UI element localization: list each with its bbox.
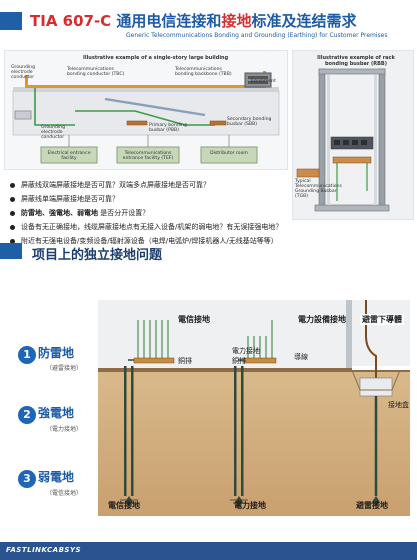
ground-type-number: 2 — [18, 406, 36, 424]
checklist-item: 附近有无强电设备/变频设备/辐射源设备（电焊/电弧炉/焊接机器人/无线基站等等） — [10, 236, 278, 246]
checklist-item: 防雷地、強電地、弱電地 是否分开设置？ — [10, 208, 149, 218]
footer-brand: FASTLINKCABSYS — [6, 546, 82, 554]
label-telecom-ground: 電信接地 — [178, 315, 210, 324]
page-title: TIA 607-C 通用电信连接和接地标准及连结需求 — [30, 10, 356, 31]
label-copper-bar-power: 銅排 — [232, 357, 246, 365]
label-wire: 導線 — [294, 353, 308, 361]
building-diagram-caption: Illustrative example of a single-story l… — [83, 55, 229, 61]
ground-type-sub: （電信接地） — [46, 490, 83, 497]
checklist-text: 设备有无正确接地，线缆屏蔽接地点有无接入设备/机架的弱电地？有无误接强电地？ — [21, 223, 283, 231]
page-header: TIA 607-C 通用电信连接和接地标准及连结需求 Generic Telec… — [0, 8, 417, 44]
title-main-1: 通用电信连接和 — [116, 12, 222, 30]
title-main-2: 标准及连结需求 — [251, 12, 357, 30]
label-sbb: Secondary bonding busbar (SBB) — [227, 117, 272, 127]
label-copper-bar-telecom: 銅排 — [178, 357, 192, 365]
bullet-dot — [10, 182, 15, 188]
label-equipment: Equipment — [251, 79, 276, 84]
bullet-dot — [10, 238, 15, 244]
checklist-text: 屏蔽线双端屏蔽接地是否可靠？双端多点屏蔽接地是否可靠？ — [21, 181, 210, 189]
label-grounding-electrode: Grounding electrode conductor — [41, 125, 66, 140]
label-bottom-lightning-ground: 避雷接地 — [356, 501, 388, 510]
ground-type-sub: （避雷接地） — [46, 365, 83, 372]
checklist-item: 设备有无正确接地，线缆屏蔽接地点有无接入设备/机架的弱电地？有无误接强电地？ — [10, 222, 282, 232]
ground-type-label: 防雷地 — [38, 346, 75, 360]
bullet-dot — [10, 224, 15, 230]
section-accent-bar — [0, 243, 22, 259]
label-electrical-entrance: Electrical entrance facility — [47, 151, 91, 161]
label-tbb: Telecommunications bonding backbone (TBB… — [175, 67, 232, 77]
label-pbb: Primary bonding busbar (PBB) — [149, 123, 187, 133]
bullet-dot — [10, 196, 15, 202]
label-power-ground-top: 電力接地 — [232, 347, 260, 355]
label-tbc: Telecommunications bonding conductor (TB… — [67, 67, 125, 77]
page-footer: FASTLINKCABSYS — [0, 542, 417, 560]
rack-tgb-caption: Typical Telecommunications Grounding Bus… — [295, 179, 342, 199]
ground-type-label: 弱電地 — [38, 470, 75, 484]
checklist-text: 附近有无强电设备/变频设备/辐射源设备（电焊/电弧炉/焊接机器人/无线基站等等） — [21, 237, 278, 245]
label-lightning-conductor: 避雷下導體 — [360, 314, 404, 325]
independent-grounding-diagram: 電信接地 電力設備接地 避雷下導體 銅排 電力接地 銅排 導線 接地盒 電信接地… — [98, 300, 412, 516]
rack-diagram-caption: Illustrative example of rack bonding bus… — [317, 55, 395, 67]
title-highlight: 接地 — [221, 12, 252, 30]
rack-diagram-graphic — [296, 68, 390, 212]
label-distributor-room: Distributor room — [210, 151, 248, 156]
building-diagram-graphic — [12, 71, 280, 164]
checklist-text-bold: 防雷地、強電地、弱電地 — [21, 209, 98, 217]
ground-type-number: 3 — [18, 470, 36, 488]
grounding-diagram-graphic — [98, 300, 412, 516]
label-ground-box: 接地盒 — [388, 401, 409, 409]
label-power-equipment-ground: 電力設備接地 — [298, 315, 346, 324]
checklist-text: 是否分开设置？ — [98, 209, 150, 217]
page-subtitle: Generic Telecommunications Bonding and G… — [126, 32, 388, 39]
checklist-item: 屏蔽线双端屏蔽接地是否可靠？双端多点屏蔽接地是否可靠？ — [10, 180, 210, 190]
label-bottom-telecom-ground: 電信接地 — [108, 501, 140, 510]
rack-busbar-diagram: Illustrative example of rack bonding bus… — [292, 50, 414, 220]
building-bonding-diagram: Illustrative example of a single-story l… — [4, 50, 288, 170]
label-tef: Telecommunications entrance facility (TE… — [122, 151, 174, 161]
checklist-text: 屏蔽线单端屏蔽接地是否可靠？ — [21, 195, 119, 203]
label-grounding-electrode-conductor: Grounding electrode conductor — [11, 65, 36, 80]
bullet-dot — [10, 210, 15, 216]
checklist-item: 屏蔽线单端屏蔽接地是否可靠？ — [10, 194, 119, 204]
ground-type-number: 1 — [18, 346, 36, 364]
title-standard: TIA 607-C — [30, 12, 117, 30]
ground-type-label: 強電地 — [38, 406, 75, 420]
ground-type-sub: （電力接地） — [46, 426, 83, 433]
label-bottom-power-ground: 電力接地 — [234, 501, 266, 510]
title-accent-bar — [0, 12, 22, 30]
section-title: 项目上的独立接地问题 — [32, 248, 163, 263]
